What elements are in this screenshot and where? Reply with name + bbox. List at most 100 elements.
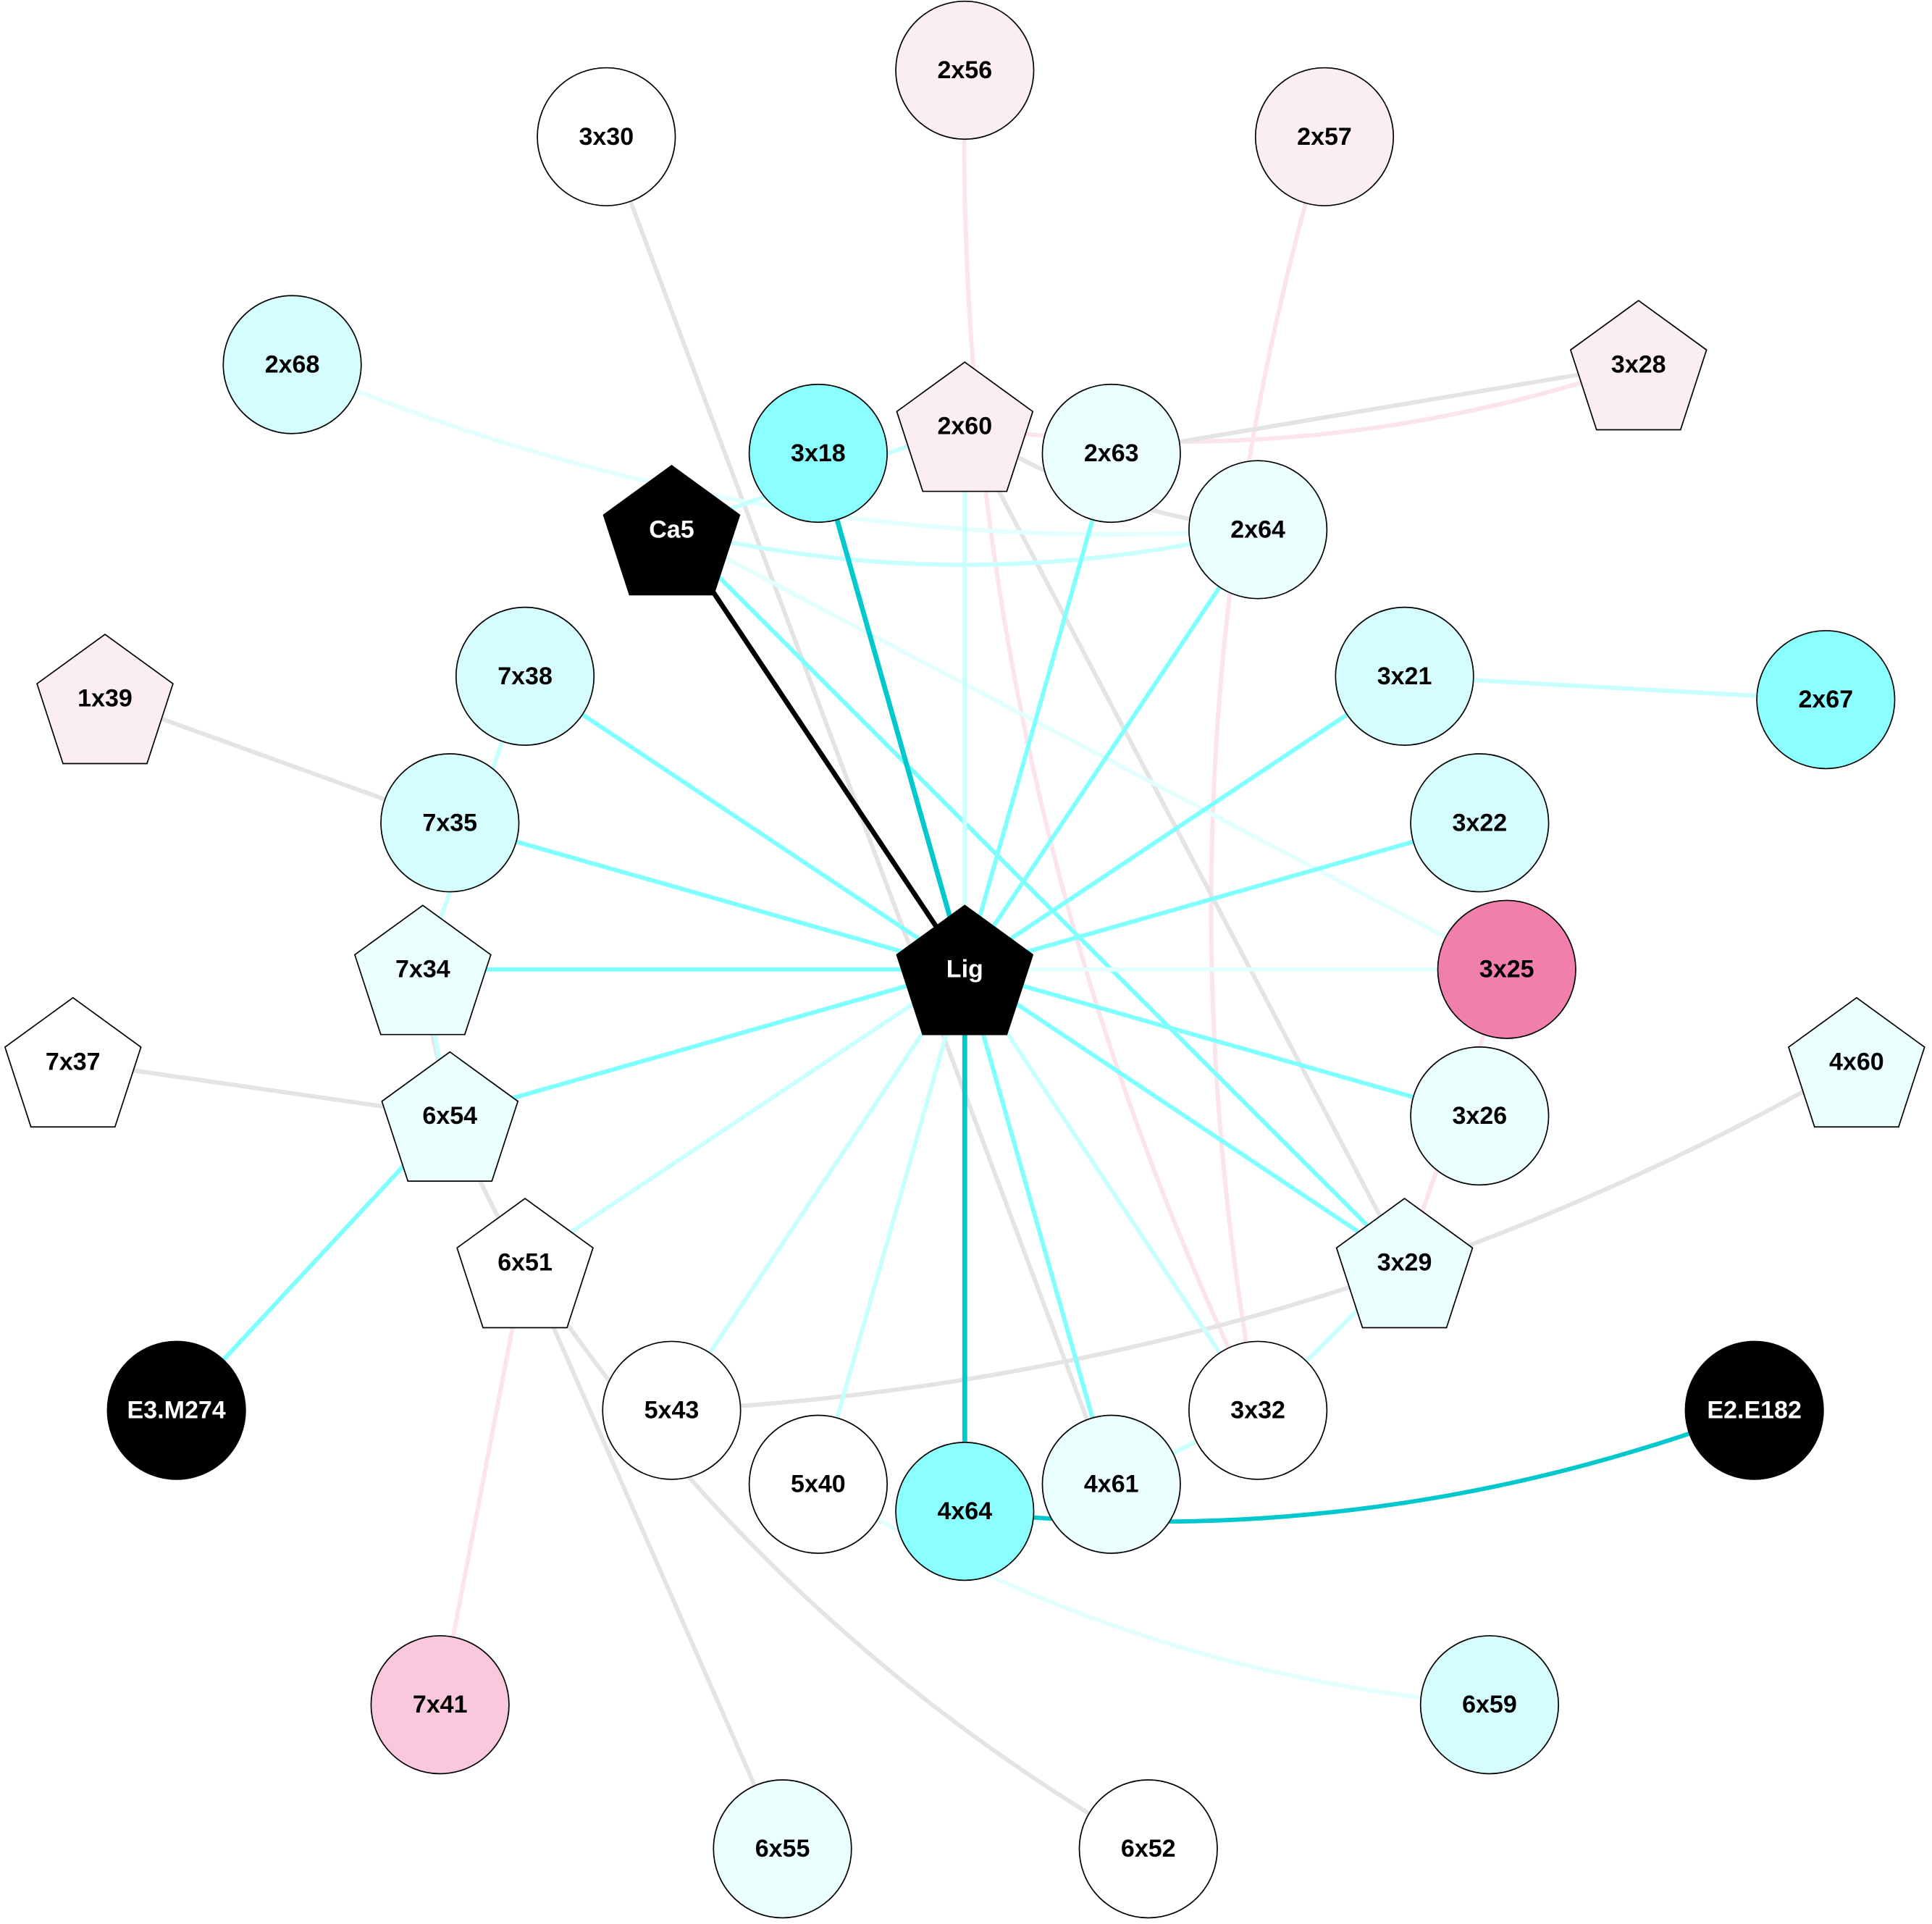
node-circle-shape <box>1410 753 1550 893</box>
node-3x30[interactable]: 3x30 <box>537 67 676 206</box>
node-label: E2.E182 <box>1707 1397 1802 1424</box>
node-7x37[interactable]: 7x37 <box>4 996 142 1128</box>
node-E2.E182[interactable]: E2.E182 <box>1684 1340 1824 1480</box>
node-circle-shape <box>1437 899 1576 1039</box>
node-Lig[interactable]: Lig <box>896 904 1034 1035</box>
node-label: 6x54 <box>422 1102 477 1130</box>
node-label: 7x34 <box>395 956 450 983</box>
node-label: 2x63 <box>1084 440 1139 467</box>
node-label: 7x35 <box>422 809 477 836</box>
node-circle-shape <box>713 1779 852 1919</box>
node-4x64[interactable]: 4x64 <box>895 1442 1035 1581</box>
edge-Lig-6x51 <box>524 967 966 1265</box>
node-3x18[interactable]: 3x18 <box>748 383 888 524</box>
edge-2x60-3x29 <box>962 425 1407 1264</box>
node-circle-shape <box>1041 1414 1181 1554</box>
node-label: 2x57 <box>1297 123 1352 151</box>
edge-Lig-2x63 <box>962 453 1114 970</box>
node-2x68[interactable]: 2x68 <box>222 295 362 434</box>
node-2x57[interactable]: 2x57 <box>1254 67 1395 206</box>
node-pentagon-shape <box>456 1198 594 1329</box>
node-6x59[interactable]: 6x59 <box>1419 1635 1560 1775</box>
node-1x39[interactable]: 1x39 <box>36 633 174 765</box>
node-label: 4x60 <box>1829 1048 1884 1075</box>
node-3x32[interactable]: 3x32 <box>1188 1340 1328 1480</box>
node-pentagon-shape <box>1787 996 1925 1128</box>
node-circle-shape <box>1419 1635 1560 1775</box>
node-pentagon-shape <box>36 633 174 765</box>
node-7x41[interactable]: 7x41 <box>370 1635 510 1775</box>
node-3x21[interactable]: 3x21 <box>1335 606 1474 746</box>
node-5x43[interactable]: 5x43 <box>602 1340 742 1480</box>
edge-Lig-7x38 <box>524 674 966 972</box>
edge-Ca5-3x29 <box>670 528 1406 1264</box>
node-3x28[interactable]: 3x28 <box>1569 299 1708 431</box>
node-2x64[interactable]: 2x64 <box>1188 460 1328 600</box>
node-label: 2x68 <box>265 351 320 379</box>
node-5x40[interactable]: 5x40 <box>748 1414 888 1554</box>
node-pentagon-shape <box>4 996 142 1128</box>
node-circle-shape <box>1041 383 1181 524</box>
edge-Lig-3x22 <box>964 820 1481 972</box>
node-circle-shape <box>1410 1046 1550 1186</box>
node-2x60[interactable]: 2x60 <box>896 361 1034 492</box>
edge-Lig-4x61 <box>962 968 1114 1485</box>
node-7x35[interactable]: 7x35 <box>380 753 520 893</box>
node-Ca5[interactable]: Ca5 <box>602 464 741 596</box>
node-label: 2x67 <box>1798 686 1853 713</box>
node-6x51[interactable]: 6x51 <box>456 1198 594 1329</box>
node-circle-shape <box>748 383 888 524</box>
edge-6x51-6x55 <box>523 1261 785 1850</box>
edge-6x51-6x52 <box>523 1261 1150 1851</box>
edge-Lig-3x18 <box>815 453 967 970</box>
node-2x67[interactable]: 2x67 <box>1756 630 1896 770</box>
node-label: 5x43 <box>644 1397 700 1424</box>
node-3x26[interactable]: 3x26 <box>1410 1046 1550 1186</box>
edge-2x57-3x32 <box>1209 135 1327 1411</box>
node-label: 6x51 <box>497 1249 553 1277</box>
node-circle-shape <box>748 1414 888 1554</box>
node-label: 1x39 <box>77 684 133 712</box>
node-pentagon-shape <box>1569 299 1708 431</box>
node-6x55[interactable]: 6x55 <box>713 1779 852 1919</box>
node-label: Lig <box>946 956 983 983</box>
node-2x63[interactable]: 2x63 <box>1041 383 1181 524</box>
edge-Lig-2x64 <box>962 528 1260 971</box>
node-3x25[interactable]: 3x25 <box>1437 899 1576 1039</box>
edge-Lig-5x40 <box>816 968 967 1485</box>
node-6x54[interactable]: 6x54 <box>381 1051 519 1182</box>
node-4x60[interactable]: 4x60 <box>1787 996 1925 1128</box>
edge-Lig-3x26 <box>964 967 1481 1118</box>
node-pentagon-shape <box>381 1051 519 1182</box>
node-circle-shape <box>1254 67 1395 206</box>
node-6x52[interactable]: 6x52 <box>1078 1779 1218 1919</box>
node-3x22[interactable]: 3x22 <box>1410 753 1550 893</box>
edge-2x56-3x32 <box>962 70 1260 1411</box>
node-label: 6x52 <box>1121 1835 1176 1862</box>
node-pentagon-shape <box>353 904 492 1035</box>
edge-Lig-3x32 <box>962 968 1260 1412</box>
node-label: 4x61 <box>1084 1471 1139 1498</box>
node-label: 7x37 <box>46 1048 101 1075</box>
node-label: E3.M274 <box>127 1397 226 1424</box>
node-3x29[interactable]: 3x29 <box>1335 1198 1474 1329</box>
node-E3.M274[interactable]: E3.M274 <box>106 1340 246 1480</box>
node-label: 3x28 <box>1611 351 1666 379</box>
node-label: 2x64 <box>1230 516 1285 543</box>
node-7x38[interactable]: 7x38 <box>455 606 595 746</box>
node-label: 7x38 <box>497 663 553 690</box>
node-label: 3x32 <box>1230 1397 1285 1424</box>
edge-2x63-3x28 <box>1111 362 1639 455</box>
node-label: 3x25 <box>1479 956 1534 983</box>
node-label: 3x29 <box>1377 1249 1432 1277</box>
node-pentagon-shape <box>602 464 741 596</box>
edge-Lig-7x35 <box>449 820 966 972</box>
node-label: 3x18 <box>791 440 846 467</box>
node-7x34[interactable]: 7x34 <box>353 904 492 1035</box>
node-4x61[interactable]: 4x61 <box>1041 1414 1181 1554</box>
node-label: 3x30 <box>579 123 634 151</box>
node-label: 3x26 <box>1452 1102 1507 1130</box>
node-label: 5x40 <box>791 1471 846 1498</box>
node-2x56[interactable]: 2x56 <box>895 0 1035 140</box>
